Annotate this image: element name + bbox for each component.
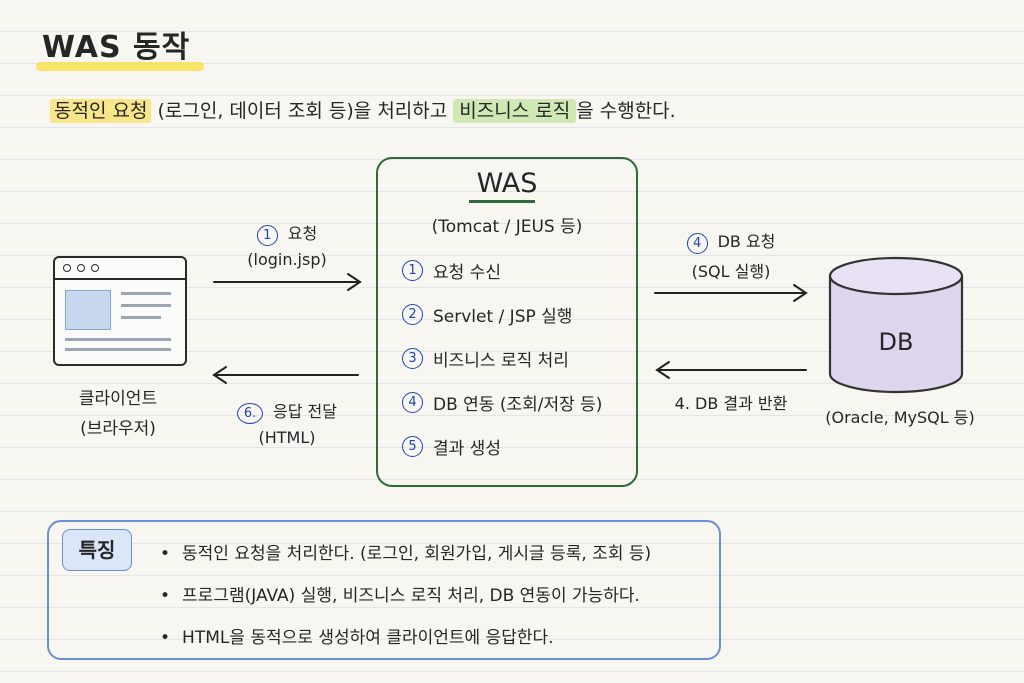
db-request-arrow-label: 4 DB 요청 bbox=[655, 228, 807, 254]
response-arrow-sublabel: (HTML) bbox=[258, 428, 316, 447]
browser-text-line bbox=[121, 316, 161, 319]
was-subtitle: (Tomcat / JEUS 등) bbox=[431, 217, 583, 237]
db-sublabel: (Oracle, MySQL 등) bbox=[825, 408, 975, 427]
was-step-label: Servlet / JSP 실행 bbox=[433, 307, 573, 327]
arrow-request bbox=[213, 273, 362, 291]
was-title: WAS bbox=[476, 168, 538, 199]
arrow-db-request bbox=[654, 284, 808, 302]
features-box bbox=[47, 520, 721, 660]
step-number-circle: 4 bbox=[686, 233, 708, 254]
step-number-circle: 4 bbox=[402, 392, 423, 413]
arrow-response bbox=[212, 366, 359, 384]
step-number-circle: 1 bbox=[256, 225, 278, 246]
feature-item: 프로그램(JAVA) 실행, 비즈니스 로직 처리, DB 연동이 가능하다. bbox=[160, 581, 640, 606]
browser-icon bbox=[53, 256, 187, 366]
client-sublabel: (브라우저) bbox=[80, 419, 156, 439]
browser-dot bbox=[63, 264, 71, 272]
was-step-label: 결과 생성 bbox=[433, 439, 501, 459]
step-number-circle: 3 bbox=[402, 348, 423, 369]
was-step-label: DB 연동 (조회/저장 등) bbox=[433, 395, 603, 415]
was-title-underline bbox=[469, 200, 535, 203]
browser-text-line bbox=[65, 348, 171, 351]
was-step-label: 요청 수신 bbox=[433, 263, 501, 283]
browser-text-line bbox=[121, 292, 171, 295]
features-tag: 특징 bbox=[62, 529, 132, 571]
was-step: 3 비즈니스 로직 처리 bbox=[402, 346, 569, 371]
db-request-label: DB 요청 bbox=[717, 232, 776, 251]
intro-highlight-dynamic-request: 동적인 요청 bbox=[50, 99, 152, 123]
intro-end: 을 수행한다. bbox=[576, 100, 676, 122]
intro-highlight-business-logic: 비즈니스 로직 bbox=[453, 99, 577, 123]
db-label: DB bbox=[878, 328, 914, 356]
was-container bbox=[376, 157, 638, 487]
db-request-arrow-sublabel: (SQL 실행) bbox=[691, 262, 771, 281]
database-cylinder-icon bbox=[828, 256, 964, 394]
request-arrow-sublabel: (login.jsp) bbox=[247, 250, 327, 269]
was-step: 5 결과 생성 bbox=[402, 434, 501, 459]
browser-image-placeholder bbox=[65, 290, 111, 330]
feature-item: HTML을 동적으로 생성하여 클라이언트에 응답한다. bbox=[160, 623, 554, 648]
title-underline bbox=[36, 62, 204, 71]
was-step: 4 DB 연동 (조회/저장 등) bbox=[402, 390, 602, 415]
arrow-db-return bbox=[655, 361, 807, 379]
db-return-arrow-label: 4. DB 결과 반환 bbox=[674, 394, 788, 413]
browser-title-bar bbox=[55, 258, 185, 280]
step-number-circle: 6. bbox=[237, 403, 264, 424]
response-label: 응답 전달 bbox=[273, 402, 337, 421]
response-arrow-label: 6. 응답 전달 bbox=[214, 398, 360, 424]
feature-item: 동적인 요청을 처리한다. (로그인, 회원가입, 게시글 등록, 조회 등) bbox=[160, 539, 651, 564]
was-step: 2 Servlet / JSP 실행 bbox=[402, 302, 572, 327]
request-label: 요청 bbox=[287, 224, 318, 243]
step-number-circle: 5 bbox=[402, 436, 423, 457]
browser-dot bbox=[77, 264, 85, 272]
client-label: 클라이언트 bbox=[78, 389, 158, 409]
step-number-circle: 2 bbox=[402, 304, 423, 325]
request-arrow-label: 1 요청 bbox=[214, 220, 360, 246]
browser-dot bbox=[91, 264, 99, 272]
intro-middle: (로그인, 데이터 조회 등)을 처리하고 bbox=[157, 100, 448, 122]
was-step: 1 요청 수신 bbox=[402, 258, 501, 283]
browser-text-line bbox=[65, 338, 171, 341]
browser-text-line bbox=[121, 304, 171, 307]
step-number-circle: 1 bbox=[402, 260, 423, 281]
page-title: WAS 동작 bbox=[42, 30, 191, 65]
was-step-label: 비즈니스 로직 처리 bbox=[433, 351, 569, 371]
